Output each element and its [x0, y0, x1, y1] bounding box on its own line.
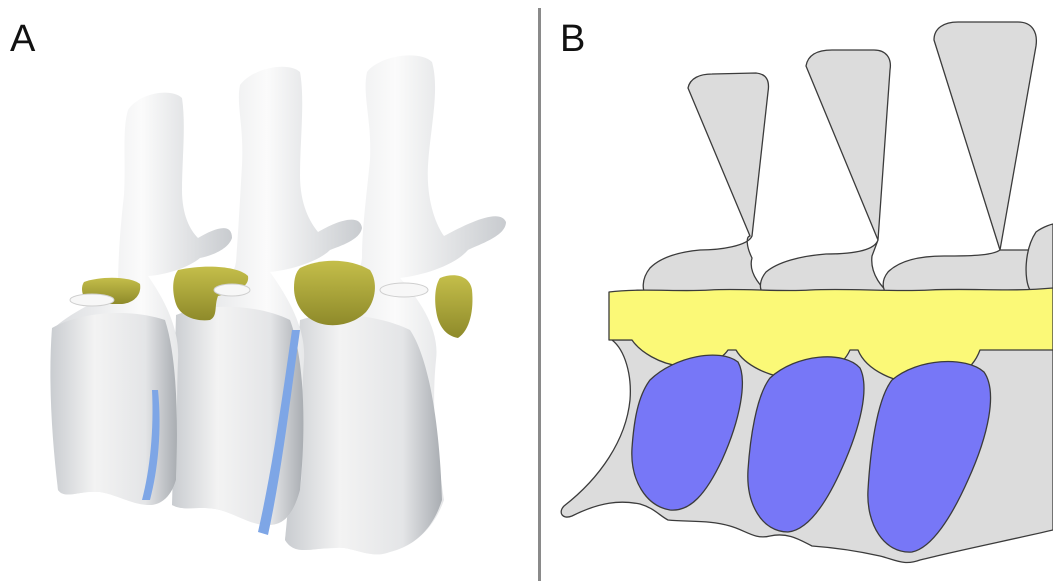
spine-4 [1026, 224, 1053, 290]
panel-a-rendered-vertebrae [0, 0, 538, 581]
spine-1 [643, 73, 780, 300]
schematic-drawing [543, 0, 1053, 581]
vertebrae-render [0, 0, 538, 581]
panel-label-a: A [10, 20, 35, 58]
facet-2 [214, 284, 250, 296]
panel-b-schematic [543, 0, 1053, 581]
ligament-segment-4 [435, 275, 472, 338]
spine-2 [760, 50, 900, 300]
facet-3 [380, 283, 428, 297]
panel-divider [538, 8, 541, 581]
spine-3 [883, 22, 1040, 300]
panel-label-b: B [560, 20, 585, 58]
facet-1 [70, 294, 114, 306]
